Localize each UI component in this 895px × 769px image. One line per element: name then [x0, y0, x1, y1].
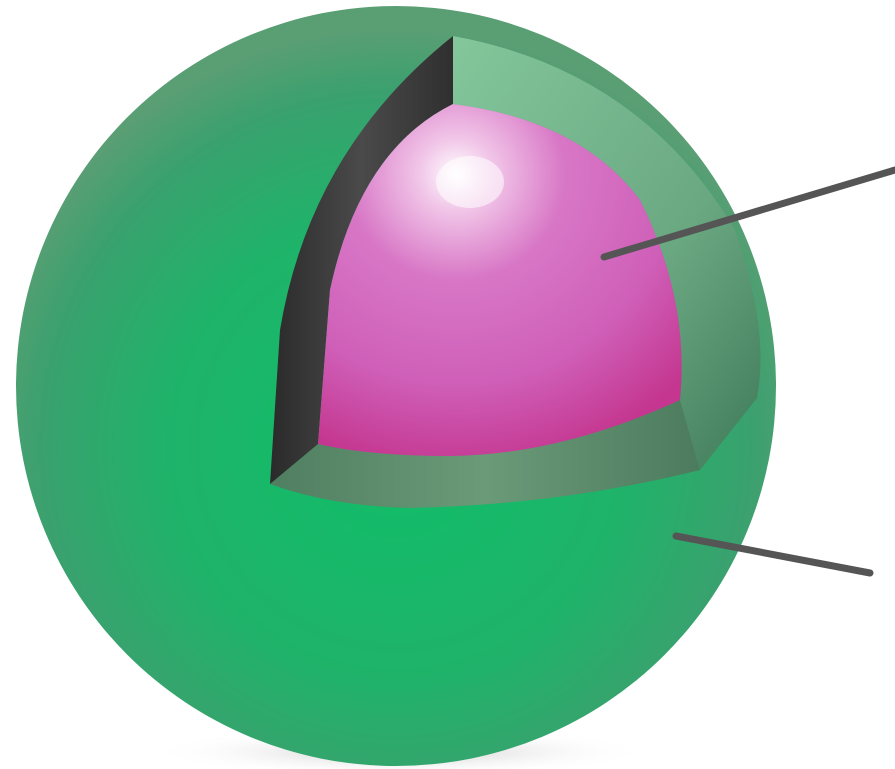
core-highlight [436, 156, 504, 208]
